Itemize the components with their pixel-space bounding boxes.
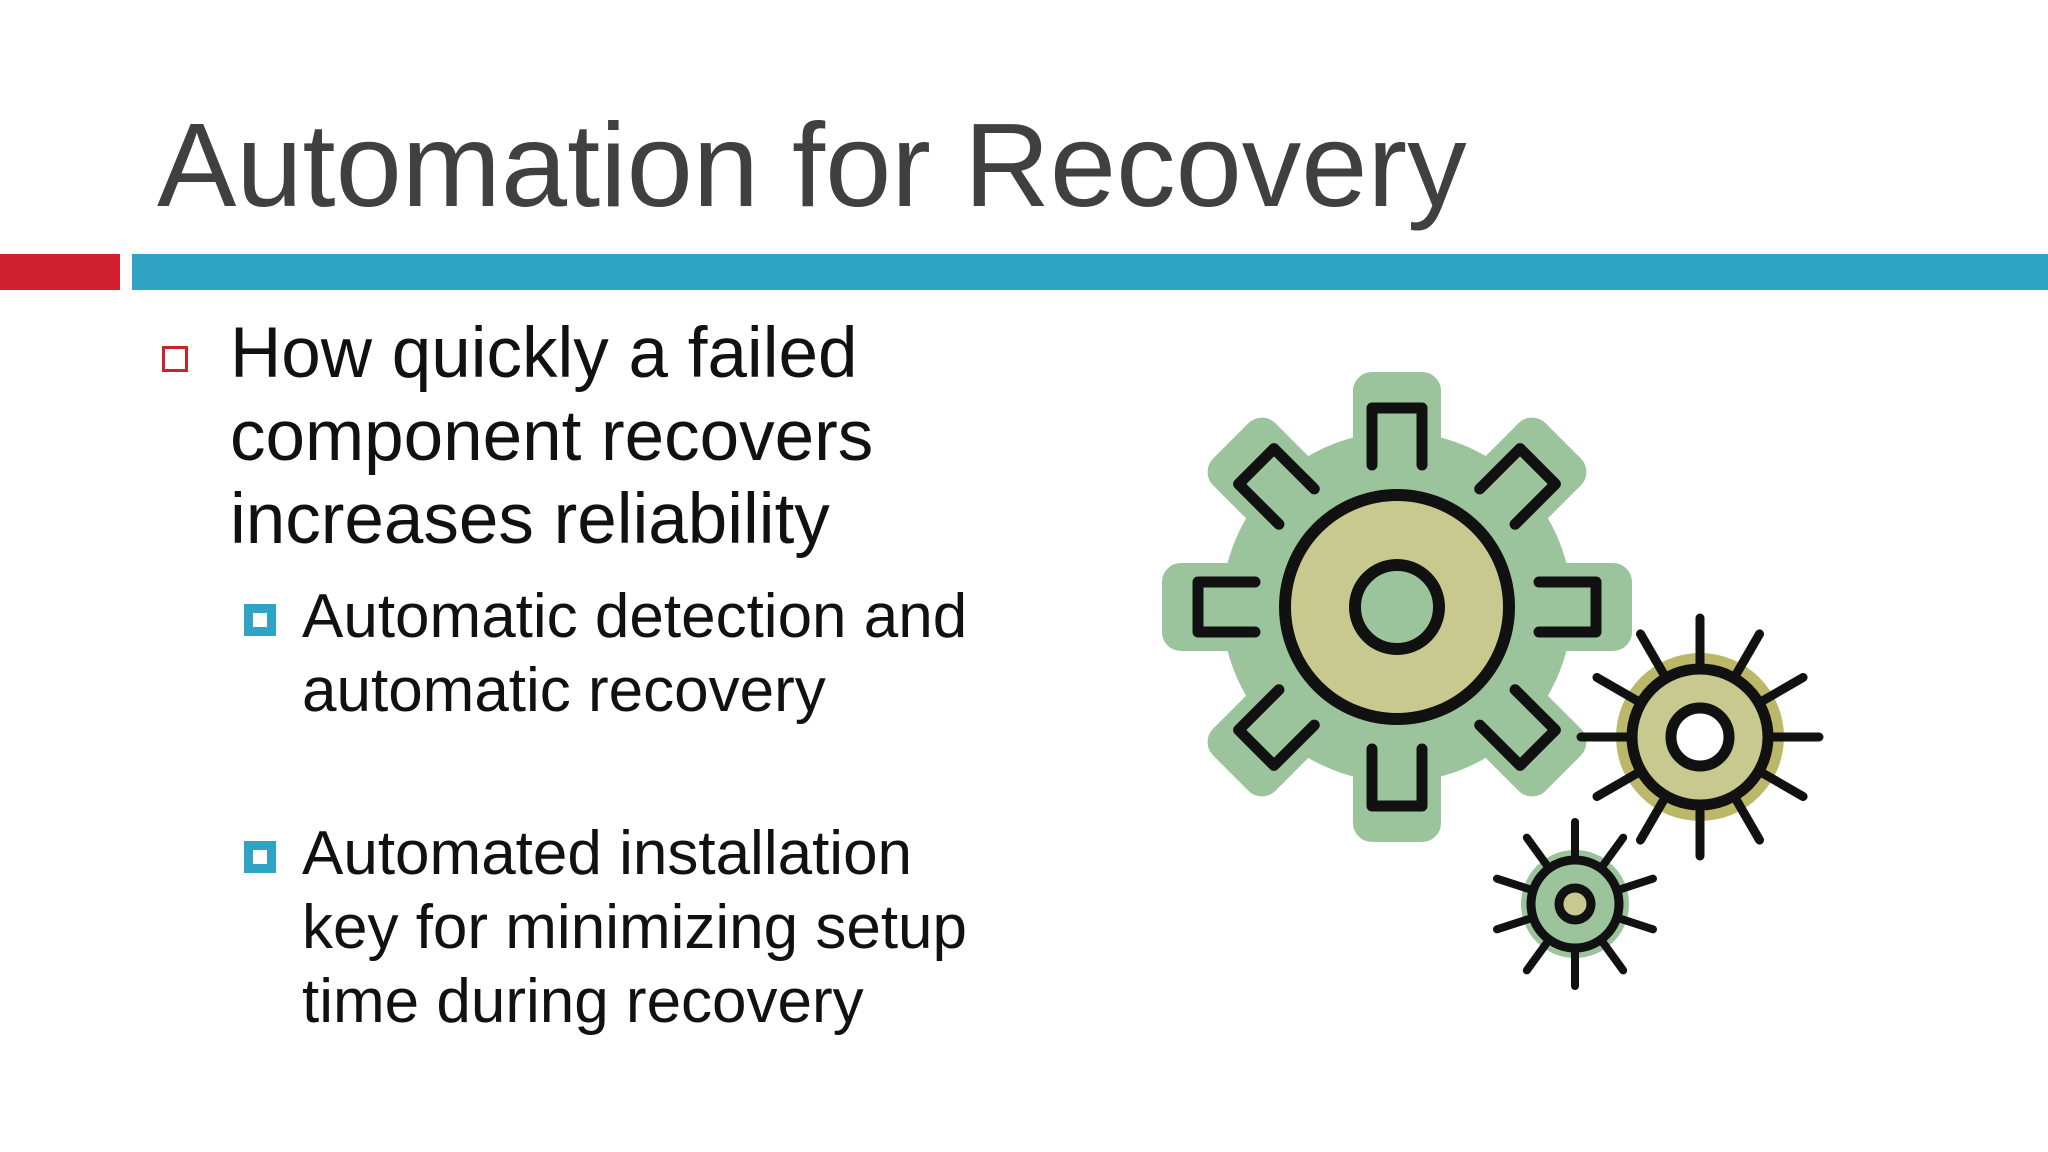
sub-bullet: Automatic detection and automatic recove… bbox=[242, 580, 1002, 728]
slide-title: Automation for Recovery bbox=[157, 99, 1467, 232]
medium-gear-icon bbox=[1576, 613, 1824, 861]
sub-bullet: Automated installation key for minimizin… bbox=[242, 817, 1002, 1039]
sub-bullet-text: Automatic detection and automatic recove… bbox=[302, 582, 968, 725]
title-accent-bar-red bbox=[0, 254, 120, 290]
bullet-level1: How quickly a failed component recovers … bbox=[158, 312, 988, 561]
blue-square-bullet-icon bbox=[244, 604, 276, 636]
blue-square-bullet-icon bbox=[244, 841, 276, 873]
gears-icon bbox=[1162, 372, 1824, 990]
sub-bullet-text: Automated installation key for minimizin… bbox=[302, 819, 968, 1036]
large-gear-icon bbox=[1162, 372, 1632, 842]
title-accent-bar-blue bbox=[132, 254, 2048, 290]
bullet-level1-text: How quickly a failed component recovers … bbox=[230, 314, 874, 559]
red-square-bullet-icon bbox=[162, 346, 188, 372]
small-gear-icon bbox=[1493, 818, 1657, 990]
